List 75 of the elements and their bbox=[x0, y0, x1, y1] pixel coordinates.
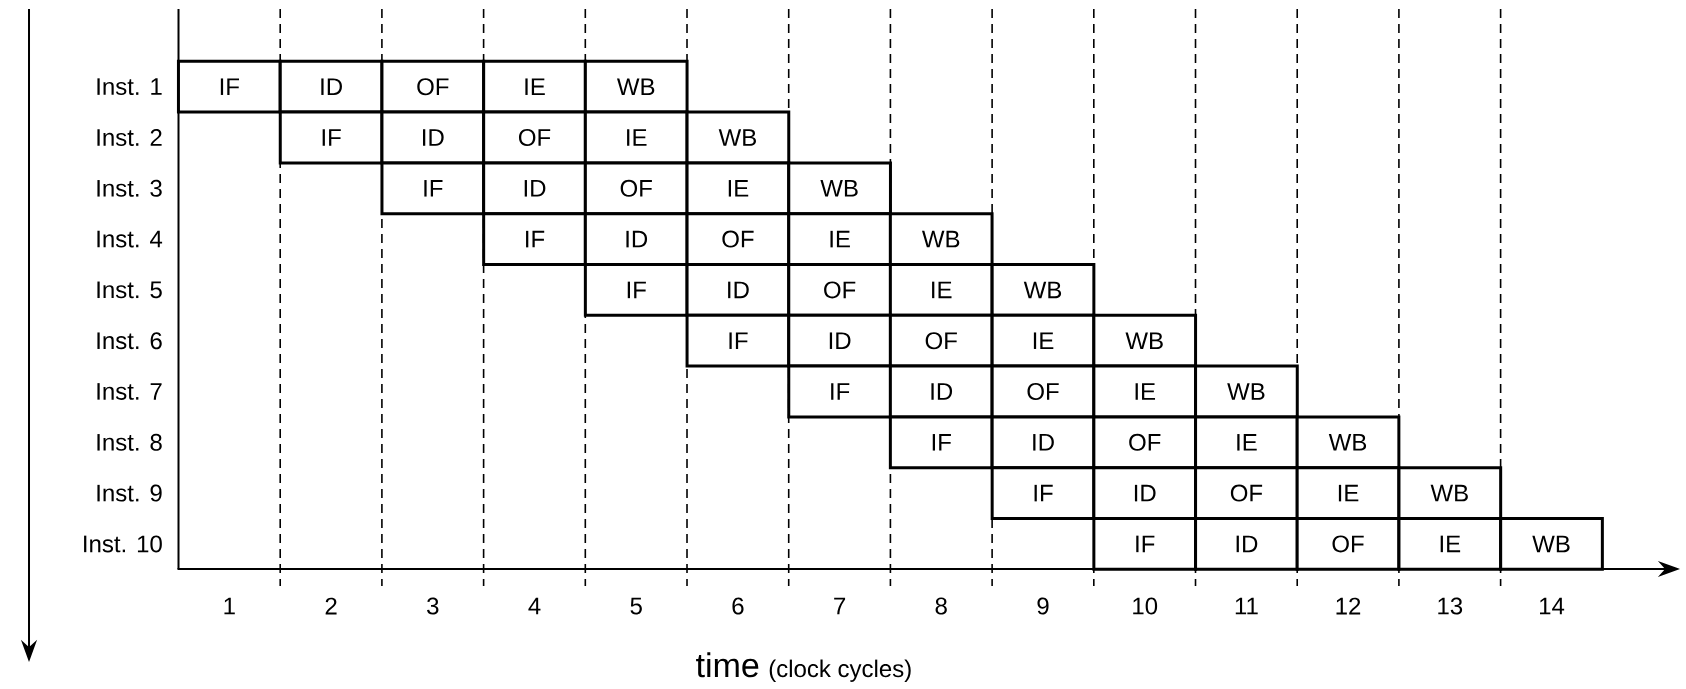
row-label: Inst. 3 bbox=[97, 179, 162, 197]
stage-box: IE bbox=[685, 161, 791, 216]
stage-box: WB bbox=[1499, 517, 1604, 571]
row-label: Inst. 4 bbox=[97, 230, 163, 248]
stage-box: IE bbox=[990, 313, 1096, 368]
stage-box: ID bbox=[1194, 517, 1299, 571]
stage-box: OF bbox=[888, 313, 994, 368]
stage-box: IE bbox=[1092, 364, 1198, 419]
stage-box: ID bbox=[482, 161, 587, 216]
stage-box: OF bbox=[1092, 415, 1198, 470]
stage-box: ID bbox=[278, 59, 384, 114]
stage-box: IE bbox=[787, 212, 892, 266]
stage-box: IF bbox=[380, 161, 486, 216]
tick-label: 8 bbox=[935, 597, 947, 615]
stage-box: IF bbox=[787, 364, 892, 419]
stage-box: WB bbox=[787, 161, 892, 216]
tick-label: 12 bbox=[1336, 597, 1361, 615]
stage-box: OF bbox=[685, 212, 791, 266]
stage-box: ID bbox=[380, 110, 486, 165]
stage-box: WB bbox=[1397, 466, 1503, 520]
stage-box: ID bbox=[583, 212, 689, 266]
stage-box: IF bbox=[278, 110, 384, 165]
tick-label: 7 bbox=[834, 597, 846, 615]
stage-box: IF bbox=[176, 59, 282, 114]
stage-box: OF bbox=[482, 110, 587, 165]
tick-label: 9 bbox=[1037, 597, 1049, 615]
stage-box: IE bbox=[482, 59, 587, 114]
stage-box: IF bbox=[1092, 517, 1198, 571]
stage-box: IE bbox=[1194, 415, 1299, 470]
row-label: Inst. 6 bbox=[97, 332, 162, 350]
tick-label: 10 bbox=[1133, 597, 1158, 615]
row-label: Inst. 10 bbox=[84, 535, 162, 553]
stage-box: ID bbox=[1092, 466, 1198, 520]
stage-box: ID bbox=[787, 313, 892, 368]
tick-label: 3 bbox=[427, 597, 439, 615]
stage-box: WB bbox=[583, 59, 689, 114]
stage-box: IE bbox=[1397, 517, 1503, 571]
stage-box: IF bbox=[482, 212, 587, 266]
stage-box: WB bbox=[888, 212, 994, 266]
stage-box: IF bbox=[888, 415, 994, 470]
stage-box: OF bbox=[1295, 517, 1401, 571]
tick-label: 2 bbox=[325, 597, 337, 615]
stage-box: IF bbox=[583, 263, 689, 317]
stage-box: OF bbox=[787, 263, 892, 317]
stage-box: ID bbox=[888, 364, 994, 419]
stage-box: IE bbox=[1295, 466, 1401, 520]
tick-label: 13 bbox=[1438, 597, 1463, 615]
stage-box: IE bbox=[583, 110, 689, 165]
stage-box: WB bbox=[990, 263, 1096, 317]
stage-box: OF bbox=[380, 59, 486, 114]
stage-box: WB bbox=[1194, 364, 1299, 419]
stage-box: IE bbox=[888, 263, 994, 317]
row-label: Inst. 5 bbox=[97, 281, 162, 299]
tick-label: 14 bbox=[1540, 597, 1565, 615]
row-label: Inst. 8 bbox=[97, 433, 162, 451]
tick-label: 11 bbox=[1235, 597, 1258, 615]
axis-subtitle: (clock cycles) bbox=[769, 659, 911, 682]
tick-label: 6 bbox=[732, 597, 744, 615]
stage-box: WB bbox=[685, 110, 791, 165]
stage-box: OF bbox=[1194, 466, 1299, 520]
row-label: Inst. 2 bbox=[97, 129, 162, 146]
stage-box: OF bbox=[990, 364, 1096, 419]
tick-label: 5 bbox=[630, 597, 642, 615]
stage-box: IF bbox=[685, 313, 791, 368]
axis-title: time bbox=[696, 652, 759, 678]
stage-box: OF bbox=[583, 161, 689, 216]
stage-box: ID bbox=[990, 415, 1096, 470]
row-label: Inst. 7 bbox=[97, 383, 162, 400]
stage-box: IF bbox=[990, 466, 1096, 520]
stage-box: ID bbox=[685, 263, 791, 317]
tick-label: 4 bbox=[528, 597, 541, 615]
tick-label: 1 bbox=[224, 597, 235, 615]
row-label: Inst. 9 bbox=[97, 484, 162, 502]
stage-box: WB bbox=[1092, 313, 1198, 368]
stage-box: WB bbox=[1295, 415, 1401, 470]
